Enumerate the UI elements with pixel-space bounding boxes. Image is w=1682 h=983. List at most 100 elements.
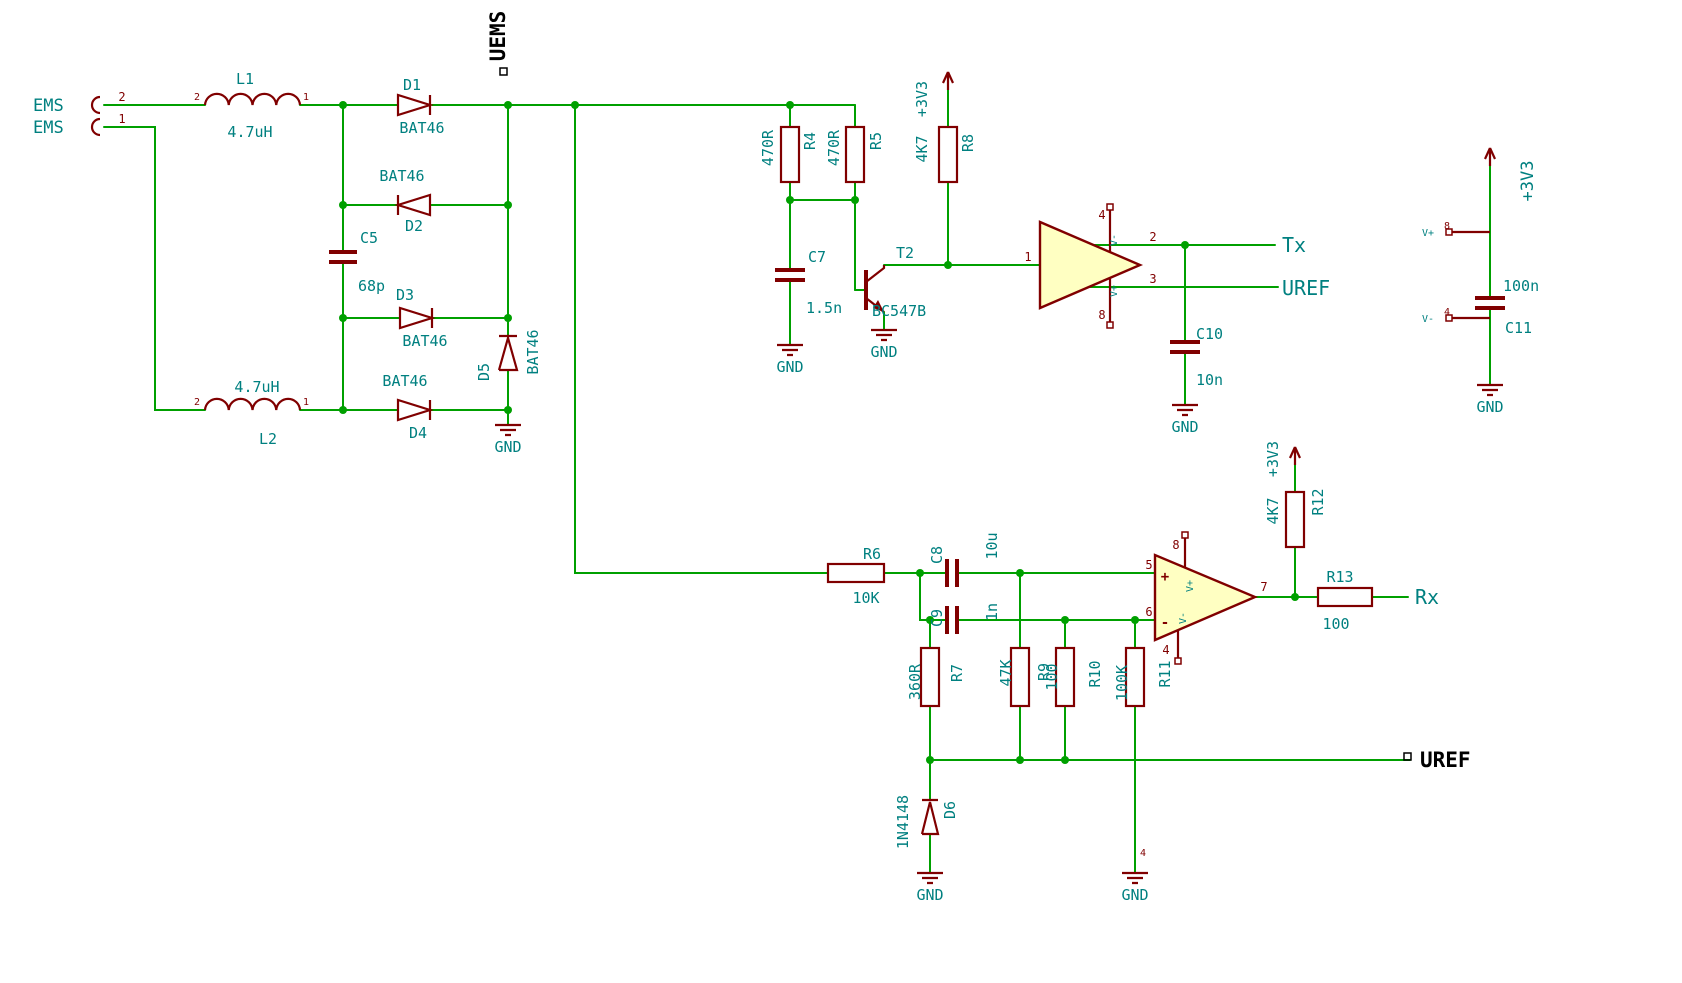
opamp2-nc-square-bottom — [1174, 657, 1182, 665]
d4-symbol — [396, 398, 434, 422]
r12-symbol — [1284, 490, 1306, 549]
opamp1-nc-square-top — [1106, 203, 1114, 211]
diode-d3: D3 BAT46 — [396, 286, 448, 350]
c11-value: 100n — [1503, 277, 1539, 295]
uems-label: UEMS — [486, 11, 510, 62]
t2-value: BC547B — [872, 302, 926, 320]
opamp1-pin-3: 3 — [1149, 272, 1156, 286]
uref-bottom-label: UREF — [1420, 748, 1471, 772]
d6-ref: D6 — [941, 801, 959, 819]
d3-symbol — [398, 306, 436, 330]
diode-d4: BAT46 D4 — [382, 372, 434, 442]
opamp2-symbol — [1153, 553, 1259, 642]
rx-net-label: Rx — [1415, 585, 1439, 609]
inductor-l2: 4.7uH L2 2 1 — [194, 378, 309, 448]
r11-symbol — [1124, 646, 1146, 708]
power-3v3-label: +3V3 — [913, 81, 931, 117]
uref-mid-net-label: UREF — [1282, 276, 1330, 300]
connector-pin-number-1: 1 — [118, 112, 125, 126]
tx-net-label: Tx — [1282, 233, 1306, 257]
l2-ref: L2 — [259, 430, 277, 448]
d4-ref: D4 — [409, 424, 427, 442]
connector-ems: EMS EMS 2 1 — [33, 90, 126, 138]
gnd-label: GND — [1476, 398, 1503, 416]
r9-symbol — [1009, 646, 1031, 708]
power-3v3-label: +3V3 — [1518, 161, 1538, 202]
r4-ref: R4 — [801, 132, 819, 150]
d5-symbol — [497, 333, 519, 372]
opamp1-vplus-name: V+ — [1109, 285, 1120, 297]
connector-pin-arc — [90, 117, 101, 137]
r10-value: 100 — [1043, 663, 1061, 690]
power-rail-c11: +3V3 100n C11 V+ 8 4 V- GND — [1422, 146, 1539, 416]
d1-ref: D1 — [403, 76, 421, 94]
resistor-r13: R13 100 — [1316, 568, 1374, 633]
c7-value: 1.5n — [806, 299, 842, 317]
r9-value: 47K — [997, 659, 1015, 686]
opamp2-pin-7: 7 — [1260, 580, 1267, 594]
r6-ref: R6 — [863, 545, 881, 563]
r4-symbol — [779, 125, 801, 184]
opamp2-pin-6: 6 — [1145, 605, 1152, 619]
gnd-label: GND — [870, 343, 897, 361]
l2-coil-symbol — [203, 397, 302, 411]
power-unit-pin-8: 8 — [1444, 221, 1450, 232]
power-unit-pin-stubs — [1452, 230, 1490, 320]
c11-symbol — [1475, 296, 1505, 310]
resistor-r5: 470R R5 — [825, 125, 885, 184]
r7-symbol — [919, 646, 941, 708]
opamp1-pin-8: 8 — [1098, 308, 1105, 322]
d1-symbol — [396, 93, 434, 117]
connector-pin-arc — [90, 95, 101, 115]
d4-value: BAT46 — [382, 372, 427, 390]
c11-ref: C11 — [1505, 319, 1532, 337]
diode-d1: D1 BAT46 — [396, 76, 445, 137]
power-3v3-label: +3V3 — [1264, 441, 1282, 477]
r8-symbol — [937, 125, 959, 184]
opamp2-nc-square-top — [1181, 531, 1189, 539]
r11-ref: R11 — [1156, 660, 1174, 687]
r8-value: 4K7 — [913, 135, 931, 162]
junction-dots — [339, 101, 1299, 764]
capacitor-c7: C7 1.5n GND — [775, 248, 842, 376]
l2-pin-right: 1 — [303, 397, 309, 408]
l2-pin-left: 2 — [194, 397, 200, 408]
t2-emitter-arrow — [873, 300, 884, 312]
opamp2-pin-4: 4 — [1162, 643, 1169, 657]
d3-ref: D3 — [396, 286, 414, 304]
opamp1-nc-square-bottom — [1106, 321, 1114, 329]
r5-value: 470R — [825, 129, 843, 166]
resistor-r10: 100 R10 — [1043, 646, 1104, 708]
r5-ref: R5 — [867, 132, 885, 150]
opamp1-vminus-name: V- — [1109, 234, 1120, 246]
l1-pin-left: 2 — [194, 92, 200, 103]
diode-d2: BAT46 D2 — [379, 167, 432, 235]
r4-value: 470R — [759, 129, 777, 166]
d6-symbol — [920, 798, 940, 836]
resistor-r6: R6 10K — [826, 545, 886, 607]
c10-ref: C10 — [1196, 325, 1223, 343]
c8-symbol — [945, 559, 959, 587]
opamp1-symbol — [1038, 220, 1144, 310]
c8-value: 10u — [983, 532, 1001, 559]
connector-pin-number-2: 2 — [118, 90, 125, 104]
diode-d5: D5 BAT46 GND — [475, 329, 542, 456]
wires — [103, 89, 1491, 874]
transistor-t2: T2 BC547B GND — [864, 244, 926, 361]
d2-symbol — [394, 193, 432, 217]
c7-ref: C7 — [808, 248, 826, 266]
r7-ref: R7 — [948, 664, 966, 682]
l2-value: 4.7uH — [234, 378, 279, 396]
opamp1: 1 2 3 4 8 V- V+ — [1024, 203, 1157, 329]
power-unit-nc-square-top — [1445, 228, 1453, 236]
inductor-l1: L1 4.7uH 2 1 — [194, 70, 309, 141]
gnd-label: GND — [494, 438, 521, 456]
resistor-r4: 470R R4 — [759, 125, 819, 184]
c10-symbol — [1170, 340, 1200, 354]
c8-ref: C8 — [928, 546, 946, 564]
power-unit-vplus-name: V+ — [1422, 228, 1434, 239]
r9-ref: R9 — [1035, 663, 1053, 681]
l1-pin-right: 1 — [303, 92, 309, 103]
opamp1-pin-1: 1 — [1024, 250, 1031, 264]
